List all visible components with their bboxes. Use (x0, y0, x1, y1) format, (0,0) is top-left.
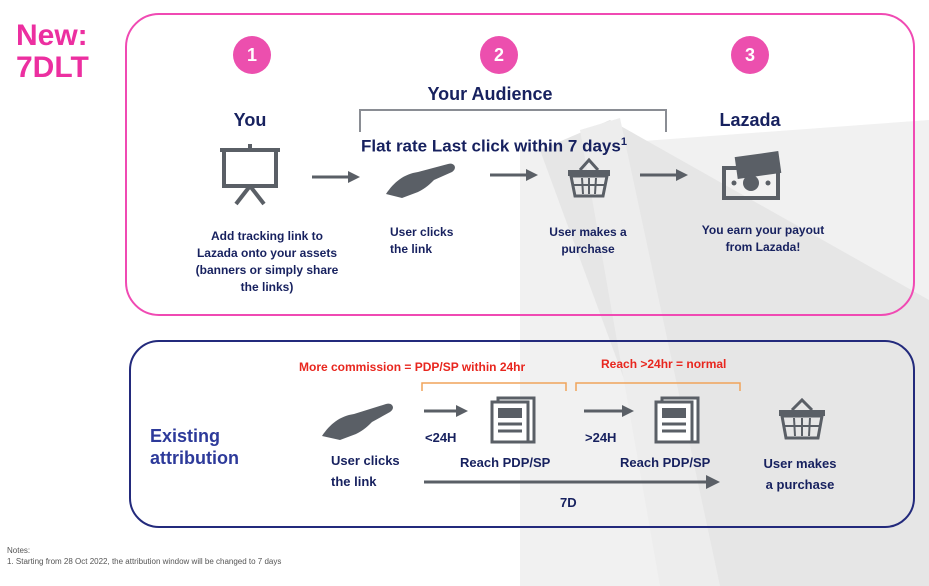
arrow-right-icon (490, 169, 538, 181)
arrow-right-icon (312, 171, 360, 183)
presentation-board-icon (220, 144, 280, 206)
step-heading-you: You (233, 110, 267, 130)
seven-day-arrow (424, 475, 720, 489)
existing-flow-box (129, 340, 915, 528)
user-purchase-caption: User makes a purchase (549, 225, 627, 256)
gt24-label: >24H (585, 430, 617, 445)
step-number-2: 2 (480, 36, 518, 74)
step-heading-audience: Your Audience (427, 84, 553, 104)
footnotes: Notes: 1. Starting from 28 Oct 2022, the… (7, 546, 282, 566)
step-number-3: 3 (731, 36, 769, 74)
arrow-right-icon (640, 169, 688, 181)
existing-user-clicks: User clicks the link (331, 453, 400, 489)
existing-user-purchase: User makes a purchase (763, 456, 837, 492)
step-number-1: 1 (233, 36, 271, 74)
shopping-basket-icon (568, 157, 610, 198)
new-flow-box (125, 13, 915, 316)
money-payout-icon (722, 151, 782, 200)
audience-bracket (359, 109, 667, 132)
reach-pdp-label-2: Reach PDP/SP (620, 455, 711, 470)
hand-click-icon (386, 163, 455, 198)
arrow-right-icon (424, 405, 468, 417)
bracket-label-commission: More commission = PDP/SP within 24hr (299, 360, 526, 374)
commission-bracket (421, 382, 567, 391)
existing-attribution-label: Existing attribution (150, 426, 239, 468)
normal-bracket (575, 382, 741, 391)
step3-caption: You earn your payout from Lazada! (701, 223, 825, 254)
flat-rate-label: Flat rate Last click within 7 days1 (361, 136, 627, 156)
reach-pdp-label-1: Reach PDP/SP (460, 455, 551, 470)
lt24-label: <24H (425, 430, 457, 445)
product-page-icon (490, 396, 536, 444)
product-page-icon (654, 396, 700, 444)
hand-click-icon (322, 403, 393, 440)
bracket-label-normal: Reach >24hr = normal (601, 357, 727, 371)
step1-caption: Add tracking link to Lazada onto your as… (195, 229, 339, 294)
arrow-right-icon (584, 405, 634, 417)
seven-day-label: 7D (560, 495, 577, 510)
page-title: New: 7DLT (16, 19, 89, 84)
shopping-basket-icon (779, 397, 825, 440)
step-heading-lazada: Lazada (719, 110, 781, 130)
user-clicks-caption: User clicks the link (390, 225, 454, 256)
